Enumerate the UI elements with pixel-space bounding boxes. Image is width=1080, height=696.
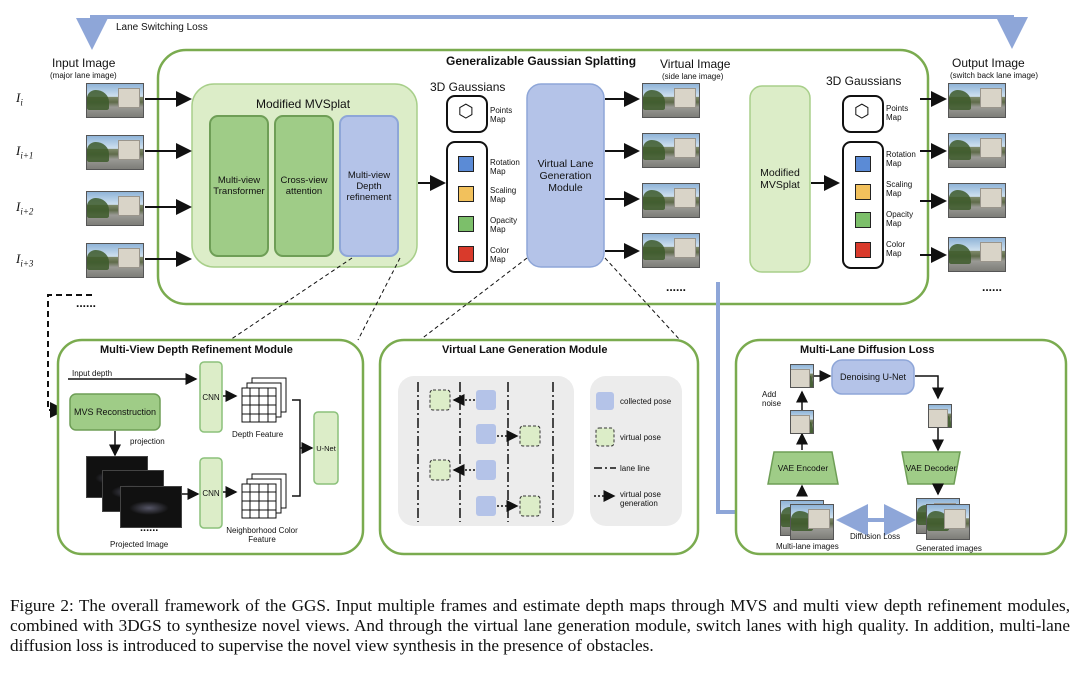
mvs-box: MVS Reconstruction — [73, 406, 157, 417]
output-image-4 — [948, 237, 1006, 272]
output-image-title: Output Image — [952, 56, 1025, 70]
rotation-cube-icon-right — [855, 156, 871, 172]
projected-image-label: Projected Image — [110, 540, 169, 549]
color-cube-icon-right — [855, 242, 871, 258]
gl-color: Color Map — [490, 246, 510, 264]
vae-decoder-shape — [901, 451, 961, 485]
figure-caption: Figure 2: The overall framework of the G… — [10, 596, 1070, 655]
projected-dots: ...... — [140, 522, 159, 534]
virtual-lane-box-label: Virtual Lane Generation Module — [537, 157, 594, 194]
gr-rotation: Rotation Map — [886, 150, 916, 168]
vae-encoder-shape — [767, 451, 839, 485]
frame-label-2: Ii+2 — [16, 199, 34, 217]
scaling-cube-icon-right — [855, 184, 871, 200]
neighborhood-feature-grid — [241, 473, 287, 519]
input-dots: ...... — [76, 296, 97, 310]
virtual-lane-box — [526, 83, 605, 268]
lane-switching-loss-label: Lane Switching Loss — [116, 22, 208, 33]
virtual-image-subtitle: (side lane image) — [662, 72, 724, 81]
frame-label-3: Ii+3 — [16, 251, 34, 269]
projection-label: projection — [130, 437, 165, 446]
multi-lane-image-2 — [790, 504, 834, 540]
gr-opacity: Opacity Map — [886, 210, 914, 228]
depth-refinement-block: Multi-view Depth refinement — [346, 169, 392, 203]
output-image-3 — [948, 183, 1006, 218]
legend-collected: collected pose — [620, 397, 672, 406]
legend-virtual: virtual pose — [620, 433, 661, 442]
encoded-image — [790, 410, 814, 434]
virtual-image-1 — [642, 83, 700, 118]
color-cube-icon — [458, 246, 474, 262]
gr-scaling: Scaling Map — [886, 180, 913, 198]
modified-mvsplat-2-label: Modified MVSplat — [760, 167, 800, 191]
gaussians-right-title: 3D Gaussians — [826, 74, 902, 88]
cnn-top: CNN — [202, 392, 220, 402]
gl-rotation: Rotation Map — [490, 158, 520, 176]
gl-opacity: Opacity Map — [490, 216, 518, 234]
generated-label: Generated images — [916, 544, 982, 553]
virtual-image-2 — [642, 133, 700, 168]
add-noise-label: Add noise — [762, 390, 782, 408]
output-image-2 — [948, 133, 1006, 168]
output-image-1 — [948, 83, 1006, 118]
framework-diagram: Lane Switching Loss Generalizable Gaussi… — [16, 15, 1068, 556]
legend-lane-line: lane line — [620, 464, 650, 473]
gr-color: Color Map — [886, 240, 906, 258]
virtual-lane-panel-title: Virtual Lane Generation Module — [442, 344, 608, 356]
frame-label-0: Ii — [16, 90, 23, 108]
depth-feature-label: Depth Feature — [232, 430, 284, 439]
generated-image-2 — [926, 504, 970, 540]
gl-points: Points Map — [490, 106, 513, 124]
gaussians-left-title: 3D Gaussians — [430, 80, 506, 94]
denoised-image — [928, 404, 952, 428]
diffusion-panel-title: Multi-Lane Diffusion Loss — [800, 344, 935, 356]
input-image-1 — [86, 83, 144, 118]
gl-scaling: Scaling Map — [490, 186, 517, 204]
output-dots: ...... — [982, 280, 1003, 294]
modified-mvsplat-title: Modified MVSplat — [256, 97, 351, 111]
points-cube-icon-right: ⬡ — [854, 101, 870, 121]
input-image-3 — [86, 191, 144, 226]
noised-image — [790, 364, 814, 388]
modified-mvsplat-2-box — [749, 85, 811, 273]
cross-view-attention-block: Cross-view attention — [280, 175, 328, 197]
virtual-dots: ...... — [666, 280, 687, 294]
input-image-title: Input Image — [52, 56, 116, 70]
frame-label-1: Ii+1 — [16, 143, 34, 161]
vae-encoder-label: VAE Encoder — [777, 462, 829, 473]
rotation-cube-icon — [458, 156, 474, 172]
virtual-image-title: Virtual Image — [660, 57, 731, 71]
legend-generation: virtual pose generation — [620, 490, 661, 508]
multi-lane-label: Multi-lane images — [776, 542, 839, 551]
vae-decoder-label: VAE Decoder — [905, 462, 957, 473]
opacity-cube-icon-right — [855, 212, 871, 228]
input-image-4 — [86, 243, 144, 278]
input-depth-label: Input depth — [72, 369, 113, 378]
virtual-poses — [429, 389, 541, 517]
diffusion-loss-label: Diffusion Loss — [850, 532, 901, 541]
depth-feature-grid — [241, 377, 287, 423]
virtual-image-4 — [642, 233, 700, 268]
opacity-cube-icon — [458, 216, 474, 232]
cnn-bottom: CNN — [202, 488, 220, 498]
gr-points: Points Map — [886, 104, 909, 122]
projected-image-3 — [120, 486, 182, 528]
points-cube-icon: ⬡ — [458, 101, 474, 121]
input-image-subtitle: (major lane image) — [50, 71, 117, 80]
multi-view-transformer-block: Multi-view Transformer — [213, 175, 265, 197]
ggs-title: Generalizable Gaussian Splatting — [446, 54, 637, 68]
lane-switching-loss-line — [90, 15, 1028, 49]
denoising-unet-box: Denoising U-Net — [839, 371, 907, 382]
unet-box: U-Net — [316, 443, 336, 453]
virtual-image-3 — [642, 183, 700, 218]
collected-poses — [476, 390, 496, 516]
neighborhood-feature-label: Neighborhood Color Feature — [226, 526, 298, 544]
depth-panel-title: Multi-View Depth Refinement Module — [100, 344, 293, 356]
input-image-2 — [86, 135, 144, 170]
output-image-subtitle: (switch back lane image) — [950, 71, 1039, 80]
scaling-cube-icon — [458, 186, 474, 202]
